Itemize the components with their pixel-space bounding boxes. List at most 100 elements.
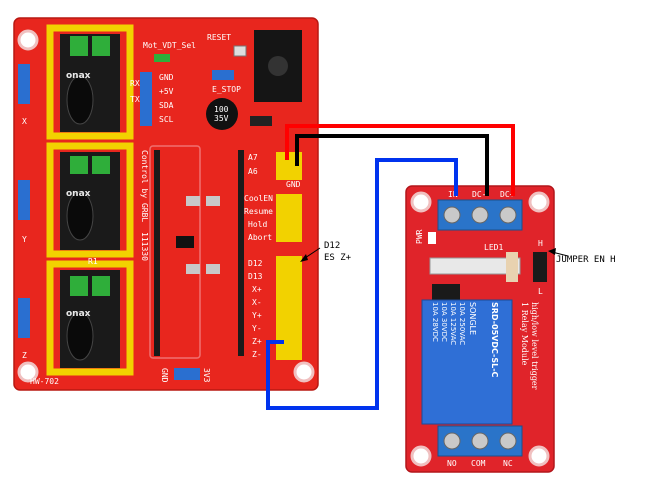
smd-cap-4 <box>206 264 220 274</box>
jumper-l-label: L <box>538 287 543 296</box>
driver-jumper-y1 <box>70 156 88 174</box>
motor-header-y <box>18 180 30 220</box>
arduino-nano-slot <box>149 145 201 359</box>
relay-com-label: COM <box>471 459 486 468</box>
wire-blue-signal <box>266 158 458 410</box>
capacitor-text-2: 35V <box>214 114 229 123</box>
relay-module: IN DC- DC+ PWR LED1 H L SONGLE 10A 250VA… <box>405 185 555 473</box>
nano-header-left <box>154 150 160 356</box>
d12-annotation-line1: D12 <box>324 241 340 251</box>
power-pin-gnd: GND <box>159 73 174 82</box>
driver-brand-y: onax <box>66 189 91 199</box>
driver-brand-z: onax <box>66 309 91 319</box>
relay-dcminus-label: DC- <box>472 190 486 199</box>
diode <box>250 116 272 126</box>
pin-yminus-label: Y- <box>252 324 262 333</box>
terminal-screw-dcminus <box>471 206 489 224</box>
relay-dcplus-label: DC+ <box>500 190 515 199</box>
estop-label: E_STOP <box>212 85 241 94</box>
driver-slot-x: onax <box>46 24 134 140</box>
relay-hole-bl <box>410 445 432 467</box>
resistor-vertical <box>506 252 518 282</box>
driver-header-y <box>46 142 134 258</box>
driver-heatsink-x <box>66 75 94 125</box>
pin-a7-label: A7 <box>248 153 258 162</box>
terminal-screw-com <box>471 432 489 450</box>
relay-rating-1: 10A 250VAC <box>458 302 466 345</box>
driver-jumper-x2 <box>92 36 110 56</box>
pin-zminus-label: Z- <box>252 350 262 359</box>
jumper-arrow-head <box>548 248 556 255</box>
r1-label: R1 <box>88 257 98 266</box>
terminal-screw-dcplus <box>499 206 517 224</box>
optocoupler <box>432 284 460 304</box>
terminal-screw-nc <box>499 432 517 450</box>
smd-cap-2 <box>206 196 220 206</box>
relay-nc-label: NC <box>503 459 513 468</box>
driver-jumper-x1 <box>70 36 88 56</box>
led1-label: LED1 <box>484 243 503 252</box>
relay-hole-tl <box>410 191 432 213</box>
relay-rating-3: 10A 30VDC <box>440 302 448 342</box>
driver-header-z <box>46 260 134 376</box>
terminal-screw-in <box>443 206 461 224</box>
board-model-label: HW-702 <box>30 377 59 386</box>
pin-zplus-label: Z+ <box>252 337 262 346</box>
terminal-screw-no <box>443 432 461 450</box>
jumper-annotation: JUMPER EN H <box>556 255 616 265</box>
relay-in-label: IN <box>448 190 458 199</box>
power-pin-sda: SDA <box>159 101 174 110</box>
pin-xplus-label: X+ <box>252 285 262 294</box>
d12-annotation-line2: ES Z+ <box>324 253 352 263</box>
mount-hole-br <box>293 361 315 383</box>
axis-label-x: X <box>22 117 27 126</box>
axis-label-z: Z <box>22 351 27 360</box>
coolen-label: CoolEN <box>244 194 273 203</box>
driver-jumper-z1 <box>70 276 88 296</box>
relay-trigger-text: high/low level trigger <box>530 302 539 390</box>
relay-model: SRD-05VDC-SL-C <box>490 302 499 378</box>
resume-label: Resume <box>244 207 273 216</box>
pwr-led <box>428 232 436 244</box>
pwr-led-label: PWR <box>415 229 424 244</box>
wire-black-gnd <box>295 134 489 196</box>
mount-hole-bl <box>17 361 39 383</box>
relay-brand: SONGLE <box>468 302 477 335</box>
power-pin-scl: SCL <box>159 115 174 124</box>
motor-header-z <box>18 298 30 338</box>
limit-header <box>276 256 302 360</box>
driver-z <box>60 270 120 368</box>
board-id: 111330 <box>140 232 149 261</box>
reset-label: RESET <box>207 33 231 42</box>
control-header <box>276 194 302 242</box>
driver-jumper-z2 <box>92 276 110 296</box>
relay-body <box>421 299 513 425</box>
wire-red-5v <box>285 124 515 196</box>
pin-d12-label: D12 <box>248 259 263 268</box>
estop-header <box>212 70 234 80</box>
relay-hole-br <box>528 445 550 467</box>
axis-label-y: Y <box>22 235 27 244</box>
driver-heatsink-z <box>66 311 94 361</box>
capacitor <box>206 98 238 130</box>
cnc-shield-board: onax onax onax X Y Z R1 HW-702 Mot_VDT_S… <box>13 17 319 391</box>
mot-vdt-sel-label: Mot_VDT_Sel <box>143 41 196 50</box>
motor-header-x <box>18 64 30 104</box>
driver-slot-z: onax <box>46 260 134 376</box>
rx-label: RX <box>130 79 140 88</box>
relay-rating-2: 10A 125VAC <box>449 302 457 345</box>
nano-header-right <box>238 150 244 356</box>
control-by-grbl: Control by GRBL <box>140 150 149 222</box>
relay-rating-4: 10A 28VDC <box>431 302 439 342</box>
d12-arrow-head <box>300 254 308 262</box>
driver-heatsink-y <box>66 191 94 241</box>
bottom-gnd-label: GND <box>160 368 169 383</box>
smd-cap-3 <box>186 264 200 274</box>
level-jumper <box>533 252 547 282</box>
gnd-label: GND <box>286 180 301 189</box>
relay-no-label: NO <box>447 459 457 468</box>
mot-vdt-jumper <box>154 54 170 62</box>
pin-a6-label: A6 <box>248 167 258 176</box>
mount-hole-tl <box>17 29 39 51</box>
